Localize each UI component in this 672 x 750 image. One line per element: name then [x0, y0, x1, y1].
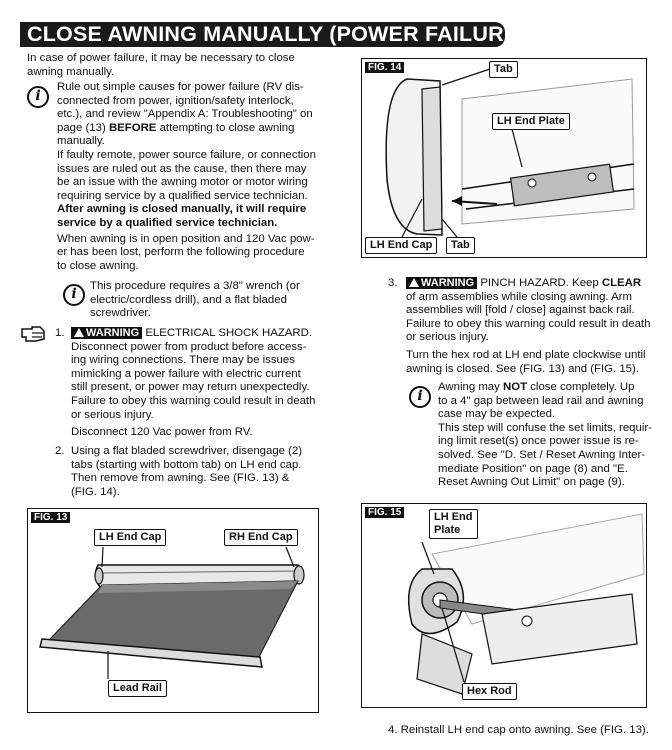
intro-line-2: awning manually.: [27, 66, 115, 78]
step2-line: Then remove from awning. See (FIG. 13) &: [71, 472, 290, 485]
figure-13: FIG. 13 LH End Cap RH End Cap Lead Rail: [27, 508, 319, 713]
note1-line: When awning is in open position and 120 …: [57, 232, 315, 245]
step3-line: Failure to obey this warning could resul…: [406, 317, 651, 330]
warning-badge: WARNING: [406, 277, 478, 289]
info-icon: i: [63, 284, 85, 306]
note3-line: This step will confuse the set limits, r…: [438, 421, 652, 434]
step-3-number: 3.: [388, 277, 398, 289]
figure-tag: FIG. 14: [365, 62, 405, 73]
awning-illustration: [39, 546, 305, 679]
note2-line: electric/cordless drill), and a flat bla…: [90, 293, 287, 306]
step-4: 4. Reinstall LH end cap onto awning. See…: [388, 724, 649, 736]
warning-badge: WARNING: [71, 327, 143, 339]
note1-line: to close awning.: [57, 259, 139, 272]
warning-triangle-icon: [74, 328, 84, 337]
step1-line: still present, or power may return unexp…: [71, 381, 310, 394]
step3-line: assemblies will [fold / close] against b…: [406, 304, 635, 317]
info-icon: i: [27, 86, 49, 108]
note1-line: issues are ruled out as the cause, then …: [57, 162, 307, 175]
end-cap-illustration: [385, 68, 635, 238]
info-icon: i: [409, 386, 431, 408]
step1-line: ing wiring connections. There may be iss…: [71, 354, 295, 367]
pointing-hand-icon: [21, 326, 45, 342]
callout-lh-end-cap: LH End Cap: [365, 237, 438, 254]
callout-tab-top: Tab: [489, 61, 518, 78]
step1-extra: Disconnect 120 Vac power from RV.: [71, 426, 253, 439]
note1-line: manually.: [57, 135, 105, 148]
section-title-bar: CLOSE AWNING MANUALLY (POWER FAILURE): [20, 22, 526, 47]
note1-bold-line: service by a qualified service technicia…: [57, 216, 278, 229]
step-2-number: 2.: [55, 445, 65, 457]
step-1-number: 1.: [55, 327, 65, 339]
note3-line: Reset Awning Out Limit" on page (9).: [438, 476, 625, 489]
callout-hex-rod: Hex Rod: [462, 683, 517, 700]
note1-line: be an issue with the awning motor or mot…: [57, 176, 308, 189]
step-3: WARNING PINCH HAZARD. Keep CLEAR of arm …: [406, 277, 656, 376]
step3-heading: WARNING PINCH HAZARD. Keep CLEAR: [406, 277, 656, 291]
callout-tab-bottom: Tab: [446, 237, 475, 254]
note1-line: Rule out simple causes for power failure…: [57, 81, 304, 93]
figure-14: FIG. 14 Tab LH End Plate LH End Cap Tab: [361, 58, 647, 258]
step1-line: Failure to obey this warning could resul…: [71, 394, 316, 407]
note1-line: page (13) BEFORE attempting to close awn…: [57, 121, 295, 134]
note3-line: solved. See "D. Set / Reset Awning Inter…: [438, 448, 646, 461]
note3-line: mediate Position" on page (8) and "E.: [438, 462, 628, 475]
callout-rh-end-cap: RH End Cap: [224, 529, 298, 546]
step3-line: awning is closed. See (FIG. 13) and (FIG…: [406, 362, 639, 375]
note3-line: case may be expected.: [438, 408, 556, 421]
step-2: Using a flat bladed screwdriver, disenga…: [71, 445, 321, 499]
note3-line: Awning may NOT close completely. Up: [438, 381, 635, 393]
note3-line: to a 4" gap between lead rail and awning: [438, 394, 644, 407]
callout-lh-end-plate: LH End Plate: [492, 113, 570, 130]
end-plate-illustration: [407, 513, 645, 695]
step1-line: or serious injury.: [71, 408, 154, 421]
step3-line: Turn the hex rod at LH end plate clockwi…: [406, 348, 646, 361]
note-1: Rule out simple causes for power failure…: [57, 81, 319, 273]
note-3: Awning may NOT close completely. Up to a…: [438, 381, 658, 490]
intro-line-1: In case of power failure, it may be nece…: [27, 52, 295, 64]
callout-lh-end-cap: LH End Cap: [94, 529, 167, 546]
note1-line: etc.), and review "Appendix A: Troublesh…: [57, 108, 313, 121]
note2-line: screwdriver.: [90, 307, 151, 320]
note1-bold-line: After awning is closed manually, it will…: [57, 203, 307, 216]
note2-line: This procedure requires a 3/8" wrench (o…: [90, 280, 300, 292]
figure-tag: FIG. 13: [31, 512, 71, 523]
note1-line: If faulty remote, power source failure, …: [57, 148, 316, 161]
figure-tag: FIG. 15: [365, 507, 405, 518]
step1-line: mimicking a power failure with electric …: [71, 367, 301, 380]
note1-line: connected from power, ignition/safety in…: [57, 94, 294, 107]
note3-line: ing limit reset(s) once power issue is r…: [438, 435, 639, 448]
warning-triangle-icon: [409, 278, 419, 287]
note-2: This procedure requires a 3/8" wrench (o…: [90, 280, 320, 321]
step-1: WARNING ELECTRICAL SHOCK HAZARD. Disconn…: [71, 327, 321, 440]
note1-line: requiring service by a qualified service…: [57, 189, 308, 202]
callout-lead-rail: Lead Rail: [108, 680, 167, 697]
step2-line: tabs (starting with bottom tab) on LH en…: [71, 458, 302, 471]
step2-line: Using a flat bladed screwdriver, disenga…: [71, 445, 303, 457]
page-title: CLOSE AWNING MANUALLY (POWER FAILURE): [27, 22, 526, 46]
step1-line: Disconnect power from product before acc…: [71, 340, 307, 353]
step3-line: of arm assemblies while closing awning. …: [406, 290, 633, 303]
step1-heading: WARNING ELECTRICAL SHOCK HAZARD.: [71, 327, 321, 341]
step3-line: or serious injury.: [406, 331, 489, 344]
note1-line: er has been lost, perform the following …: [57, 246, 305, 259]
step2-line: (FIG. 14).: [71, 485, 120, 498]
